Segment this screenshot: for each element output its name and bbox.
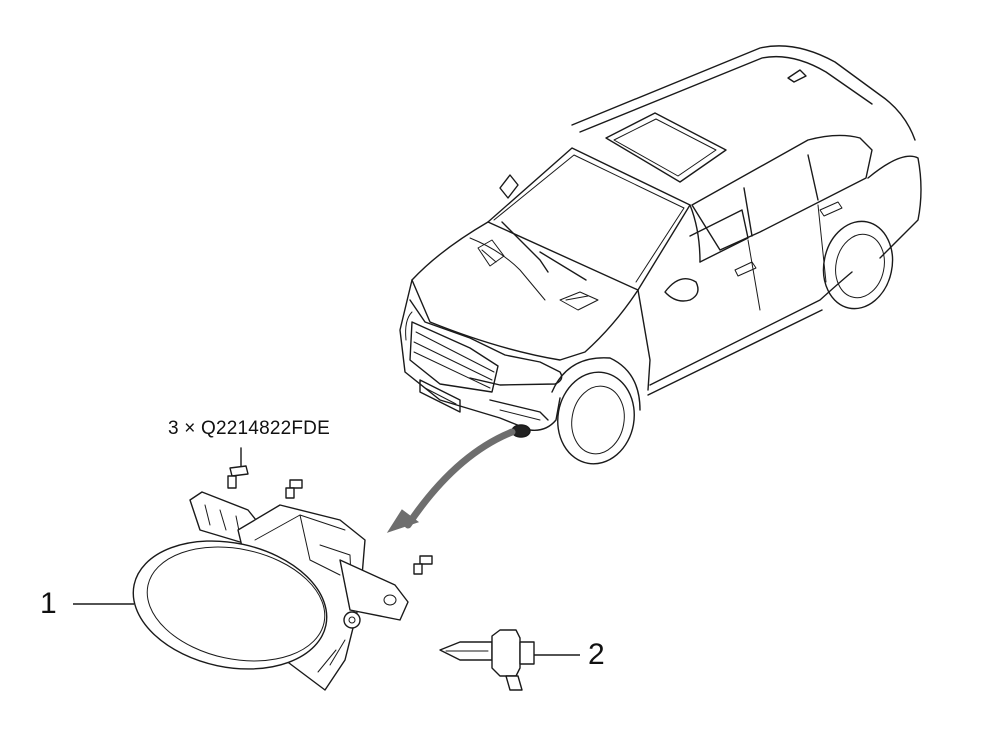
fog-lamp-bulb xyxy=(439,629,535,691)
fastener-note: 3 × Q2214822FDE xyxy=(168,418,330,439)
screw-3 xyxy=(413,555,433,575)
screw-1 xyxy=(227,447,249,489)
fog-lamp-assembly xyxy=(132,491,409,691)
vehicle-illustration xyxy=(399,45,922,465)
location-arrow xyxy=(386,428,516,533)
screw-2 xyxy=(285,479,303,499)
mounting-screws xyxy=(227,447,433,575)
callout-label-2: 2 xyxy=(588,638,605,671)
callout-label-1: 1 xyxy=(40,587,57,620)
